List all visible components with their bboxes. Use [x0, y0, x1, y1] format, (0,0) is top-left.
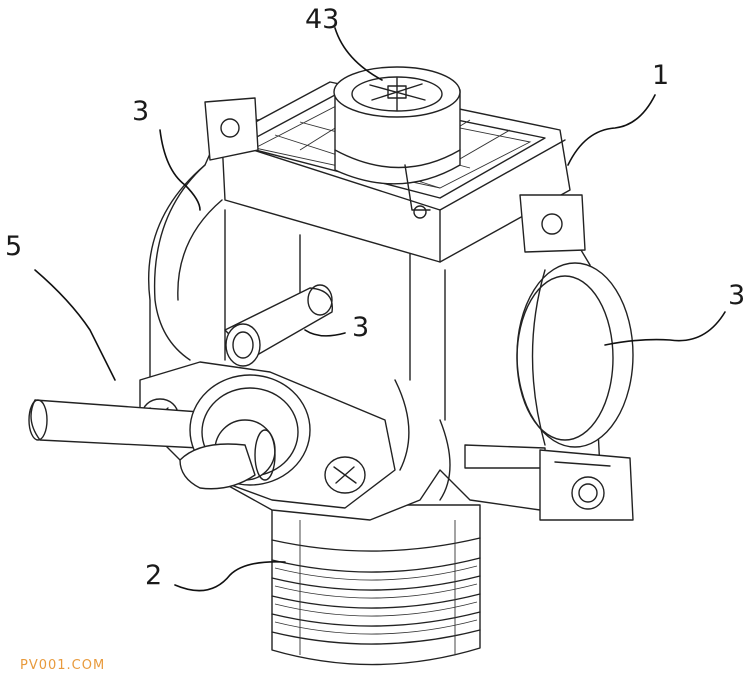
top-actuator: [333, 66, 461, 219]
leader-3-upper-left: [159, 129, 201, 211]
leader-3-pin: [304, 329, 346, 337]
leader-5: [34, 269, 116, 381]
label-2: 2: [145, 560, 163, 591]
leader-3-right: [604, 311, 726, 346]
threaded-outlet: [271, 504, 481, 666]
side-clip: [464, 444, 634, 521]
label-43: 43: [305, 4, 340, 35]
label-1: 1: [652, 60, 670, 91]
label-3-upper-left: 3: [132, 96, 150, 127]
label-5: 5: [5, 231, 23, 262]
leader-lines: [34, 27, 726, 592]
watermark-text: PV001.COM: [20, 658, 106, 673]
handle-boss: [179, 374, 311, 490]
right-port: [516, 262, 634, 448]
leader-2: [174, 560, 286, 592]
inlet-pin: [224, 284, 334, 367]
label-3-pin: 3: [352, 312, 370, 343]
label-3-right: 3: [728, 280, 746, 311]
leader-43: [334, 27, 383, 81]
leader-1: [567, 94, 656, 166]
